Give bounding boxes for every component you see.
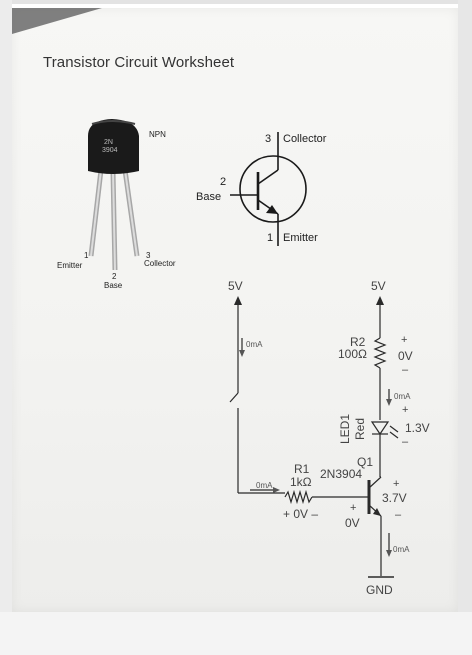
symbol-collector-label: Collector xyxy=(283,133,327,145)
right-supply-label: 5V xyxy=(371,279,386,293)
led-color-label: Red xyxy=(353,417,367,440)
r2-minus-label: – xyxy=(402,364,409,376)
r1-value-label: 1kΩ xyxy=(290,475,312,489)
paper-corner-shadow xyxy=(12,8,102,34)
led-plus-label: + xyxy=(402,404,409,416)
screen-top-edge xyxy=(0,0,472,4)
worksheet-title: Transistor Circuit Worksheet xyxy=(43,54,235,71)
left-supply-label: 5V xyxy=(228,279,243,293)
screen-right-edge xyxy=(458,0,472,655)
package-emitter-label: Emitter xyxy=(57,261,83,270)
led-minus-label: – xyxy=(402,436,409,448)
be-voltage-label: 0V xyxy=(345,516,360,530)
package-marking-line2: 3904 xyxy=(102,147,118,154)
q1-part-label: 2N3904 xyxy=(320,467,363,481)
r2-value-label: 100Ω xyxy=(338,347,367,361)
be-plus-label: + xyxy=(350,502,357,514)
q1-name-label: Q1 xyxy=(357,455,374,469)
emitter-current-label: 0mA xyxy=(393,545,410,554)
base-current-label: 0mA xyxy=(256,481,273,490)
ce-plus-label: + xyxy=(393,478,400,490)
screen-bottom-edge xyxy=(0,612,472,655)
package-marking-line1: 2N xyxy=(104,139,113,146)
symbol-pin3-number: 3 xyxy=(265,133,272,145)
symbol-pin1-number: 1 xyxy=(267,232,274,244)
led-name-label: LED1 xyxy=(338,413,352,444)
npn-type-label: NPN xyxy=(149,130,166,139)
package-pin2-number: 2 xyxy=(112,272,117,281)
r1-name-label: R1 xyxy=(294,462,310,476)
package-pin1-number: 1 xyxy=(84,251,89,260)
transistor-package-photo xyxy=(88,119,140,271)
worksheet-paper xyxy=(12,8,458,612)
ground-label: GND xyxy=(366,583,393,597)
led-current-label: 0mA xyxy=(394,392,411,401)
ce-voltage-label: 3.7V xyxy=(382,491,407,505)
test-circuit xyxy=(229,296,399,578)
r2-plus-label: + xyxy=(401,334,408,346)
led-voltage-label: 1.3V xyxy=(405,421,430,435)
r2-name-label: R2 xyxy=(350,335,366,349)
switch-current-label: 0mA xyxy=(246,340,263,349)
symbol-emitter-label: Emitter xyxy=(283,232,318,244)
symbol-pin2-number: 2 xyxy=(220,176,227,188)
ce-minus-label: – xyxy=(395,509,402,521)
r2-voltage-label: 0V xyxy=(398,349,413,363)
screen-left-edge xyxy=(0,0,12,655)
symbol-base-label: Base xyxy=(196,191,222,203)
package-pin3-number: 3 xyxy=(146,251,151,260)
transistor-schematic-symbol xyxy=(230,132,307,246)
package-base-label: Base xyxy=(104,281,123,290)
package-collector-label: Collector xyxy=(144,259,176,268)
r1-voltage-label: + 0V – xyxy=(283,507,319,521)
